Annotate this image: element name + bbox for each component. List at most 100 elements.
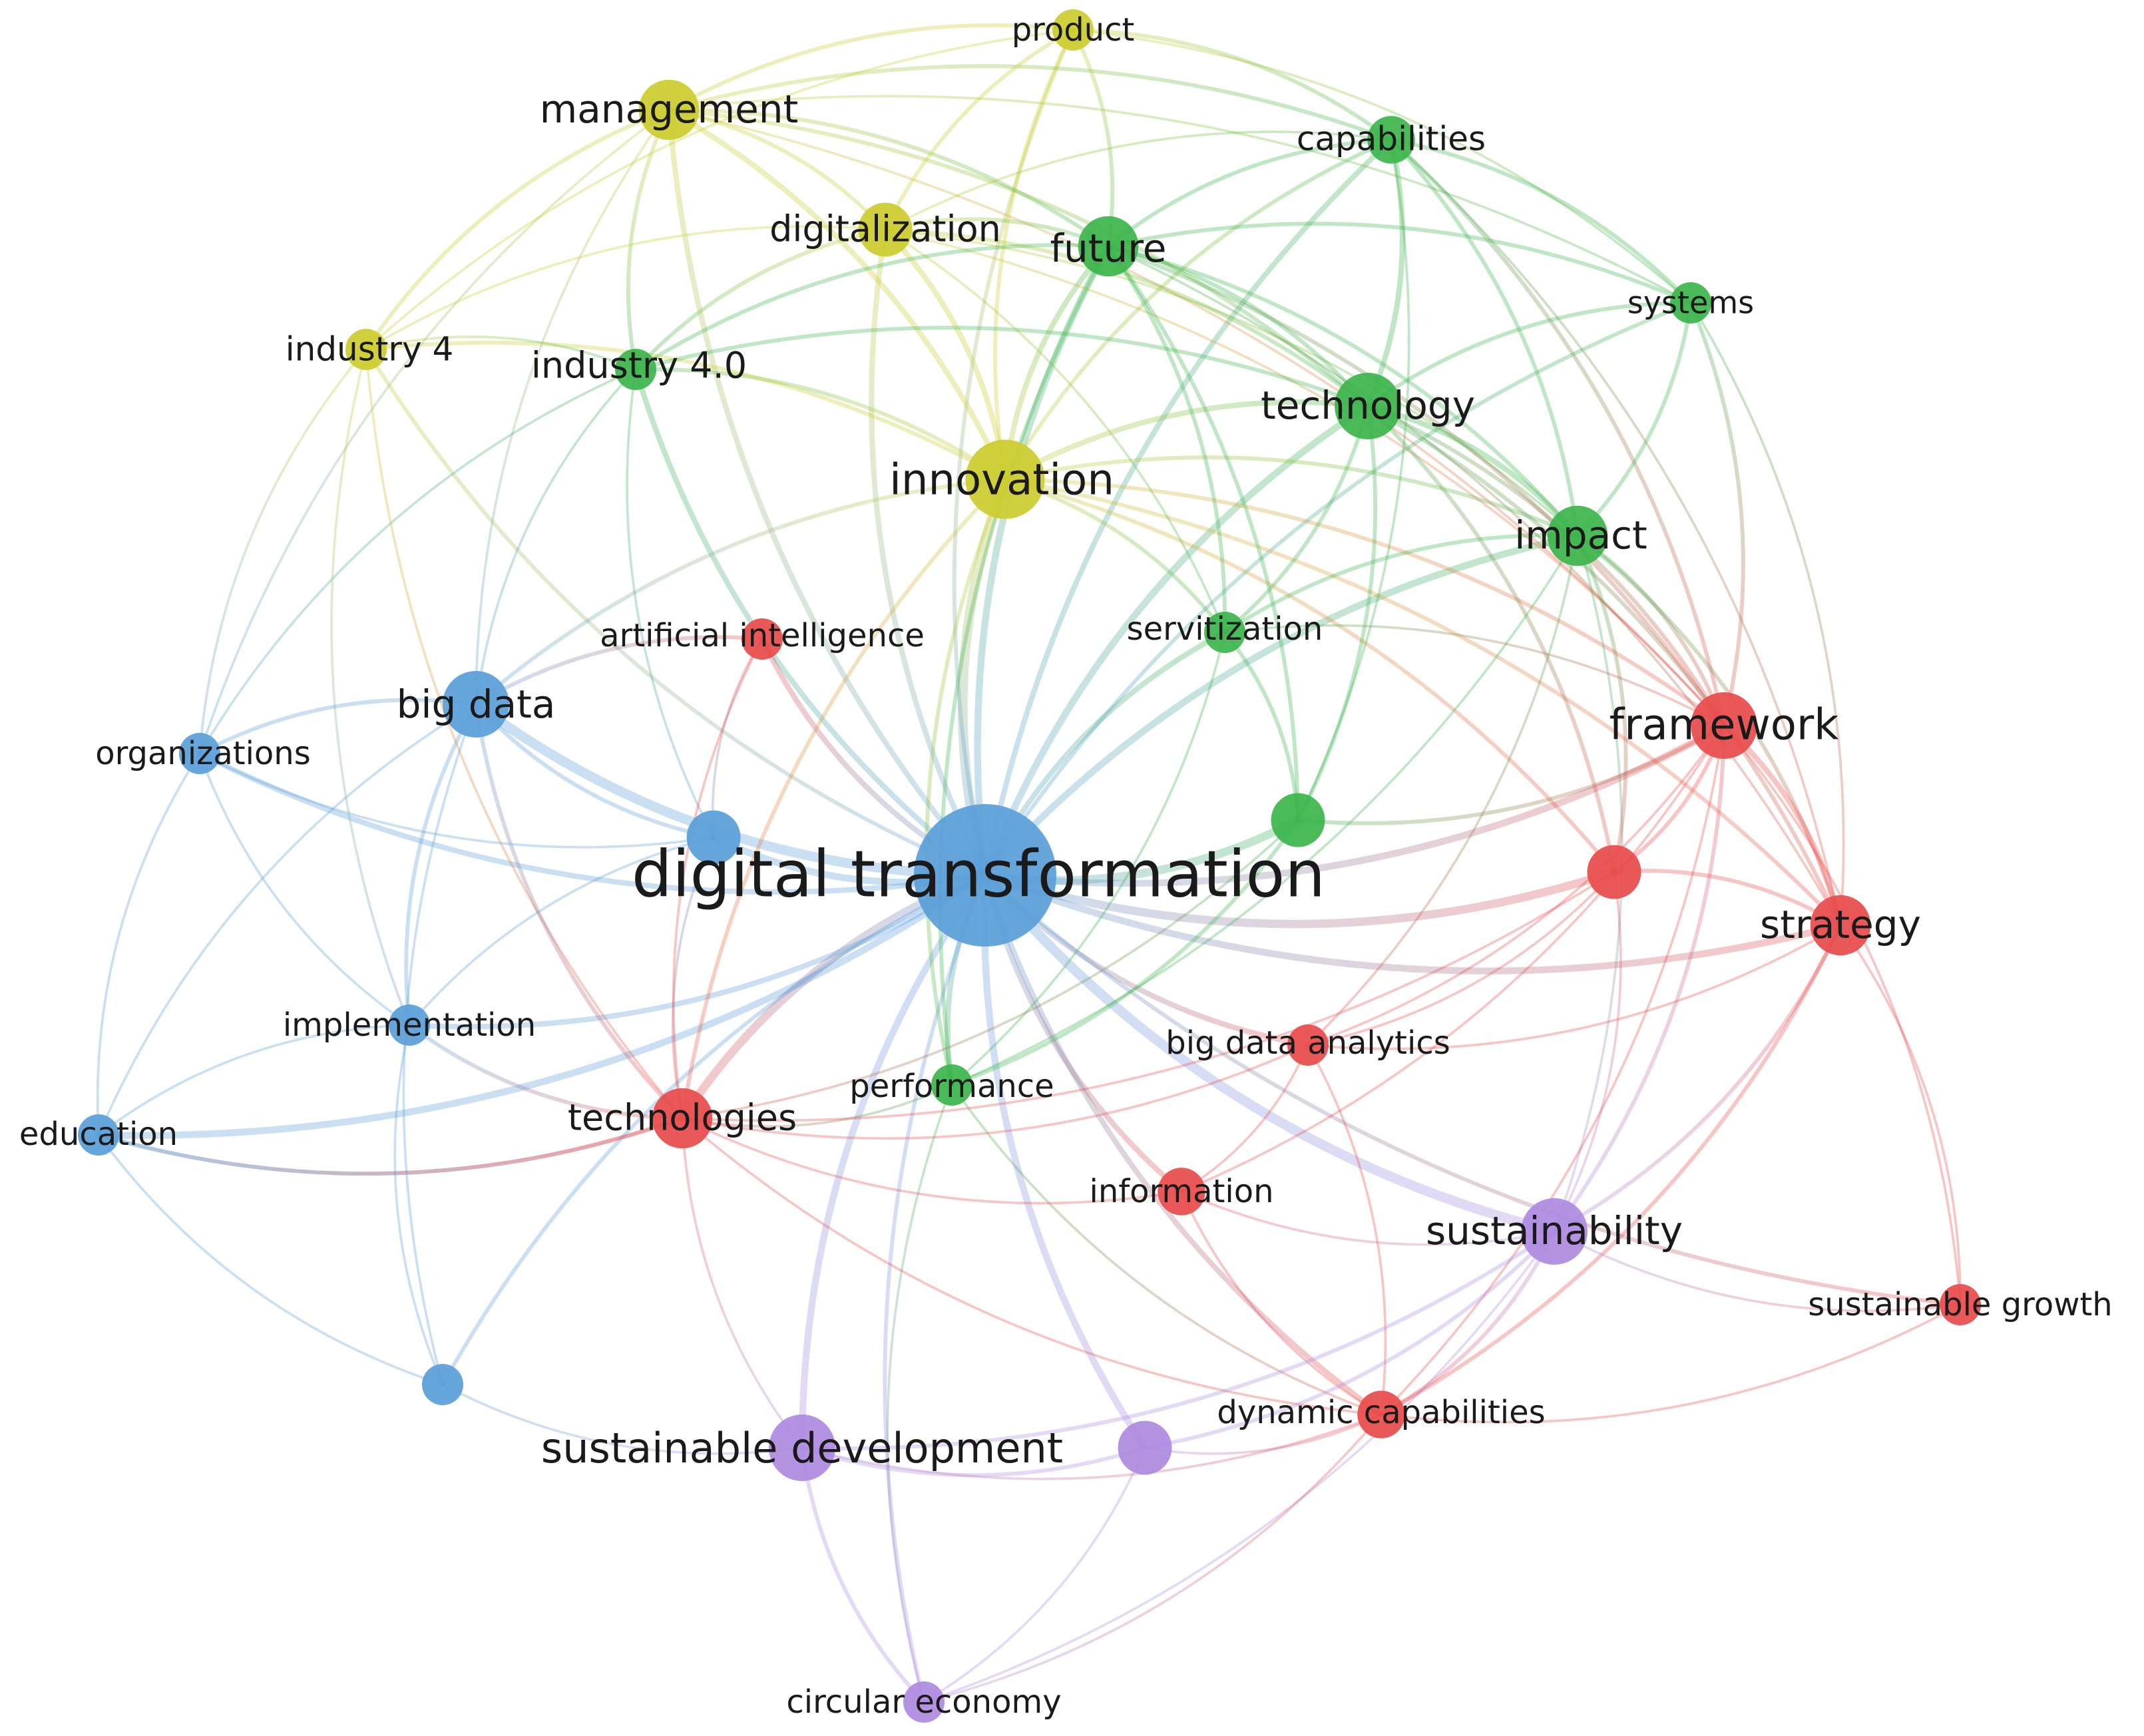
link-innovation-big-data <box>474 477 1007 706</box>
node-dynamic-capabilities[interactable] <box>1357 1391 1405 1438</box>
link-innovation-industry-4-0 <box>634 367 1007 481</box>
link-digitalization-capabilities <box>884 130 1393 231</box>
label-artificial-intelligence: artificial intelligence <box>600 617 925 654</box>
link-sustainability-dynamic-capabilities <box>1379 1229 1556 1416</box>
node-industry-4[interactable] <box>345 329 387 370</box>
node-product[interactable] <box>1052 9 1094 51</box>
node-sustainable-development[interactable] <box>769 1414 835 1481</box>
link-management-organizations <box>198 108 670 755</box>
label-circular-economy: circular economy <box>786 1683 1061 1721</box>
link-digital-transformation-dynamic-capabilities <box>982 872 1385 1418</box>
link-industry-4-0-unlabeled-blue <box>626 368 715 839</box>
link-framework-dynamic-capabilities <box>1380 724 1725 1416</box>
link-capabilities-strategy <box>1390 138 1842 927</box>
node-technology[interactable] <box>1335 373 1401 439</box>
node-digitalization[interactable] <box>858 202 913 257</box>
link-technology-industry-4-0 <box>634 326 1370 408</box>
link-digital-transformation-capabilities <box>982 136 1394 879</box>
label-dynamic-capabilities: dynamic capabilities <box>1217 1394 1545 1431</box>
link-information-sustainability <box>1180 1190 1556 1246</box>
link-big-data-education <box>97 703 477 1136</box>
link-capabilities-systems <box>1389 138 1693 305</box>
link-digital-transformation-impact <box>981 532 1582 879</box>
node-education[interactable] <box>78 1114 119 1156</box>
label-industry-4: industry 4 <box>286 330 454 369</box>
link-dynamic-capabilities-sustainable-growth <box>1380 1303 1962 1424</box>
label-strategy: strategy <box>1760 902 1921 947</box>
links-layer <box>95 23 1962 1704</box>
link-capabilities-unlabeled-green <box>1297 138 1410 821</box>
node-artificial-intelligence[interactable] <box>742 618 783 660</box>
node-management[interactable] <box>638 79 700 140</box>
link-impact-performance <box>951 535 1579 1086</box>
link-unlabeled-red-sustainability <box>1553 871 1622 1233</box>
nodes-layer <box>78 9 1981 1723</box>
node-sustainability[interactable] <box>1521 1198 1588 1265</box>
node-strategy[interactable] <box>1810 895 1871 956</box>
link-circular-economy-dynamic-capabilities <box>923 1413 1383 1703</box>
link-management-future <box>667 108 1110 248</box>
link-innovation-performance <box>924 477 1007 1087</box>
node-industry-4-0[interactable] <box>615 349 656 390</box>
link-education-unlabeled-blue-2 <box>97 1134 444 1386</box>
node-innovation[interactable] <box>965 439 1045 519</box>
link-product-systems <box>1072 29 1692 304</box>
node-framework[interactable] <box>1691 692 1757 759</box>
label-big-data-analytics: big data analytics <box>1166 1024 1450 1062</box>
link-product-industry-4 <box>365 29 1074 351</box>
label-digitalization: digitalization <box>769 208 1001 250</box>
node-unlabeled-green[interactable] <box>1271 793 1325 847</box>
node-impact[interactable] <box>1547 505 1608 566</box>
node-servitization[interactable] <box>1204 612 1245 653</box>
link-artificial-intelligence-unlabeled-blue <box>711 638 763 839</box>
node-technologies[interactable] <box>652 1088 713 1149</box>
link-unlabeled-green-framework <box>1296 724 1726 825</box>
node-circular-economy[interactable] <box>903 1681 945 1723</box>
link-impact-servitization <box>1223 533 1580 634</box>
link-industry-4-implementation <box>330 348 411 1026</box>
link-big-data-implementation <box>404 702 478 1027</box>
node-information[interactable] <box>1158 1168 1205 1215</box>
link-sustainability-circular-economy <box>923 1230 1556 1703</box>
link-digital-transformation-industry-4 <box>364 347 987 877</box>
label-industry-4-0: industry 4.0 <box>531 345 747 387</box>
node-unlabeled-blue[interactable] <box>686 810 741 865</box>
link-technologies-sustainable-development <box>681 1117 803 1449</box>
node-capabilities[interactable] <box>1367 116 1415 164</box>
node-performance[interactable] <box>931 1064 972 1106</box>
node-unlabeled-red[interactable] <box>1587 845 1641 899</box>
node-unlabeled-blue-2[interactable] <box>422 1364 463 1405</box>
link-big-data-analytics-information <box>1180 1044 1309 1193</box>
link-management-industry-4-0 <box>626 108 671 371</box>
link-performance-circular-economy <box>886 1084 953 1703</box>
link-technologies-dynamic-capabilities <box>681 1117 1383 1416</box>
node-systems[interactable] <box>1670 282 1711 324</box>
link-sustainability-unlabeled-purple <box>1143 1229 1556 1450</box>
node-implementation[interactable] <box>389 1004 430 1046</box>
link-digital-transformation-systems <box>983 301 1693 877</box>
link-digital-transformation-sustainable-growth <box>983 873 1962 1307</box>
link-digital-transformation-sustainability <box>980 870 1560 1237</box>
node-digital-transformation[interactable] <box>914 804 1056 947</box>
link-product-digitalization <box>883 28 1075 232</box>
node-big-data-analytics[interactable] <box>1287 1024 1329 1066</box>
link-digital-transformation-education <box>95 871 989 1139</box>
node-future[interactable] <box>1078 216 1139 277</box>
link-capabilities-impact <box>1389 138 1580 538</box>
node-organizations[interactable] <box>179 733 220 774</box>
link-strategy-dynamic-capabilities <box>1379 923 1842 1416</box>
link-digital-transformation-unlabeled-blue-2 <box>441 873 987 1387</box>
link-digital-transformation-technology <box>981 402 1372 879</box>
node-big-data[interactable] <box>443 671 509 738</box>
link-big-data-unlabeled-blue <box>474 702 716 839</box>
link-technologies-implementation <box>407 1023 684 1120</box>
link-innovation-unlabeled-red <box>1003 477 1616 874</box>
link-future-unlabeled-green <box>1106 244 1300 822</box>
node-unlabeled-purple[interactable] <box>1118 1420 1172 1475</box>
link-technology-unlabeled-green <box>1296 404 1378 822</box>
link-big-data-analytics-dynamic-capabilities <box>1307 1044 1387 1416</box>
node-sustainable-growth[interactable] <box>1940 1284 1981 1325</box>
label-framework: framework <box>1609 701 1839 750</box>
link-framework-big-data-analytics <box>1307 724 1725 1046</box>
